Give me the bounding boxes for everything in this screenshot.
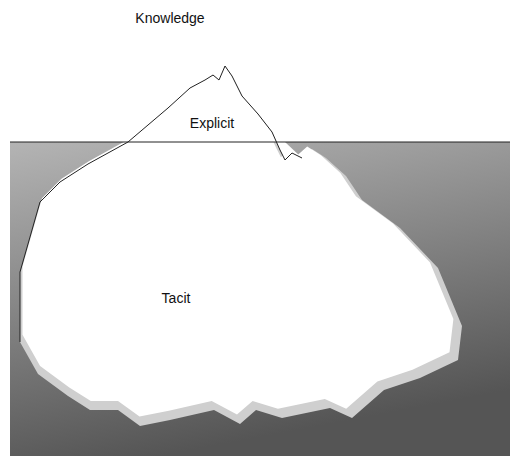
diagram-title: Knowledge — [135, 10, 204, 27]
explicit-label: Explicit — [190, 115, 234, 132]
tacit-label: Tacit — [162, 290, 191, 307]
